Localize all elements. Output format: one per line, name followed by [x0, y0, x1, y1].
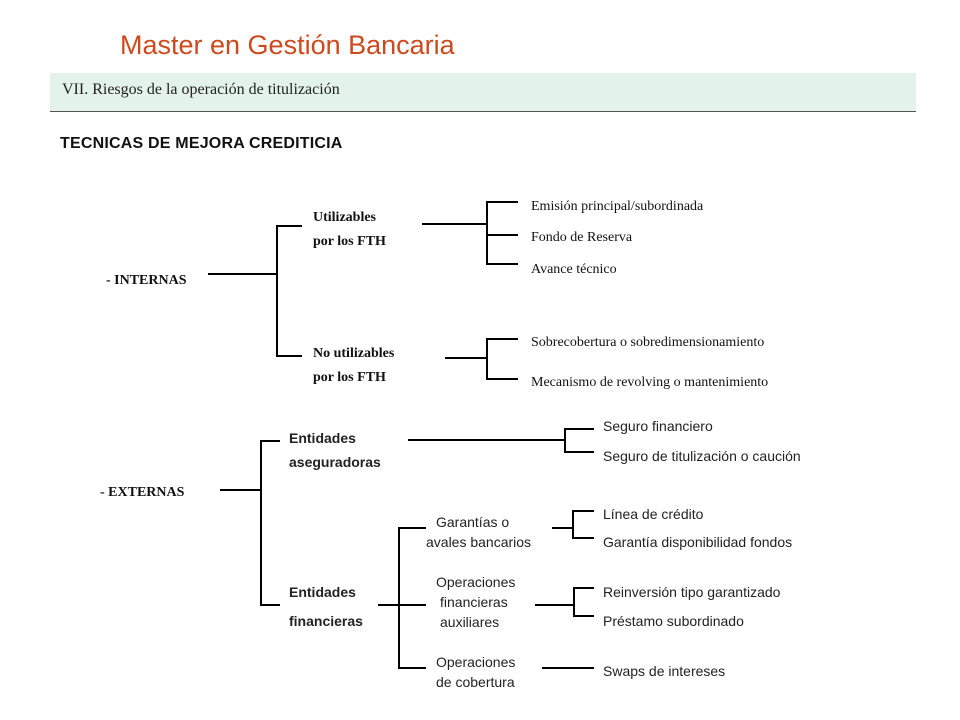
operaciones-cob-label-line1: Operaciones	[436, 654, 516, 670]
connector	[276, 225, 302, 227]
connector	[398, 527, 400, 669]
list-item: Garantía disponibilidad fondos	[603, 534, 793, 550]
list-item: Avance técnico	[531, 262, 617, 277]
internas-label: - INTERNAS	[106, 273, 187, 288]
list-item: Emisión principal/subordinada	[531, 199, 704, 214]
garantias-label-line1: Garantías o	[436, 514, 510, 530]
connector	[535, 604, 575, 606]
connector	[260, 440, 262, 606]
aseguradoras-label-line1: Entidades	[289, 430, 356, 446]
connector	[573, 587, 575, 617]
connector	[260, 440, 280, 442]
list-item: Seguro de titulización o caución	[603, 448, 801, 464]
connector	[486, 201, 518, 203]
operaciones-aux-label-line2: financieras	[440, 594, 508, 610]
aseguradoras-label-line2: aseguradoras	[289, 454, 381, 470]
list-item: Préstamo subordinado	[603, 613, 744, 629]
connector	[398, 527, 426, 529]
operaciones-aux-label-line1: Operaciones	[436, 574, 516, 590]
connector	[220, 489, 262, 491]
list-item: Swaps de intereses	[603, 663, 726, 679]
connector	[564, 451, 594, 453]
connector	[276, 225, 278, 357]
connector	[552, 527, 574, 529]
garantias-label-line2: avales bancarios	[426, 534, 532, 550]
operaciones-aux-label-line3: auxiliares	[440, 614, 500, 630]
financieras-label-line1: Entidades	[289, 584, 356, 600]
list-item: Seguro financiero	[603, 418, 713, 434]
connector	[572, 510, 594, 512]
list-item: Fondo de Reserva	[531, 230, 633, 245]
no-utilizables-label-line2: por los FTH	[313, 370, 386, 385]
connector	[276, 355, 302, 357]
connector	[486, 263, 518, 265]
connector	[572, 537, 594, 539]
no-utilizables-label-line1: No utilizables	[313, 346, 395, 361]
operaciones-cob-label-line2: de cobertura	[436, 674, 515, 690]
connector	[564, 428, 566, 453]
no-utilizables-label: No utilizables por los FTH	[313, 342, 394, 390]
connector	[486, 378, 518, 380]
connector	[445, 357, 488, 359]
utilizables-label: Utilizables por los FTH	[313, 206, 386, 254]
connector	[564, 428, 594, 430]
externas-label: - EXTERNAS	[100, 485, 185, 500]
connector	[408, 439, 566, 441]
connector	[260, 604, 280, 606]
connector	[208, 273, 278, 275]
connector	[398, 604, 426, 606]
connector	[398, 667, 426, 669]
utilizables-label-line2: por los FTH	[313, 234, 386, 249]
slide-title: Master en Gestión Bancaria	[120, 30, 455, 60]
aseguradoras-label: Entidades aseguradoras	[289, 426, 381, 474]
list-item: Mecanismo de revolving o mantenimiento	[531, 375, 769, 390]
connector	[486, 338, 488, 380]
subtitle-band	[50, 73, 916, 112]
connector	[542, 667, 594, 669]
section-subtitle: VII. Riesgos de la operación de tituliza…	[62, 81, 340, 98]
connector	[573, 587, 594, 589]
list-item: Sobrecobertura o sobredimensionamiento	[531, 335, 765, 350]
connector	[486, 234, 518, 236]
list-item: Línea de crédito	[603, 506, 704, 522]
connector	[422, 223, 488, 225]
list-item: Reinversión tipo garantizado	[603, 584, 781, 600]
connector	[486, 201, 488, 265]
section-heading: TECNICAS DE MEJORA CREDITICIA	[60, 135, 343, 152]
connector	[573, 615, 594, 617]
connector	[486, 338, 518, 340]
utilizables-label-line1: Utilizables	[313, 210, 376, 225]
financieras-label-line2: financieras	[289, 613, 363, 629]
connector	[572, 510, 574, 539]
connector	[378, 604, 400, 606]
